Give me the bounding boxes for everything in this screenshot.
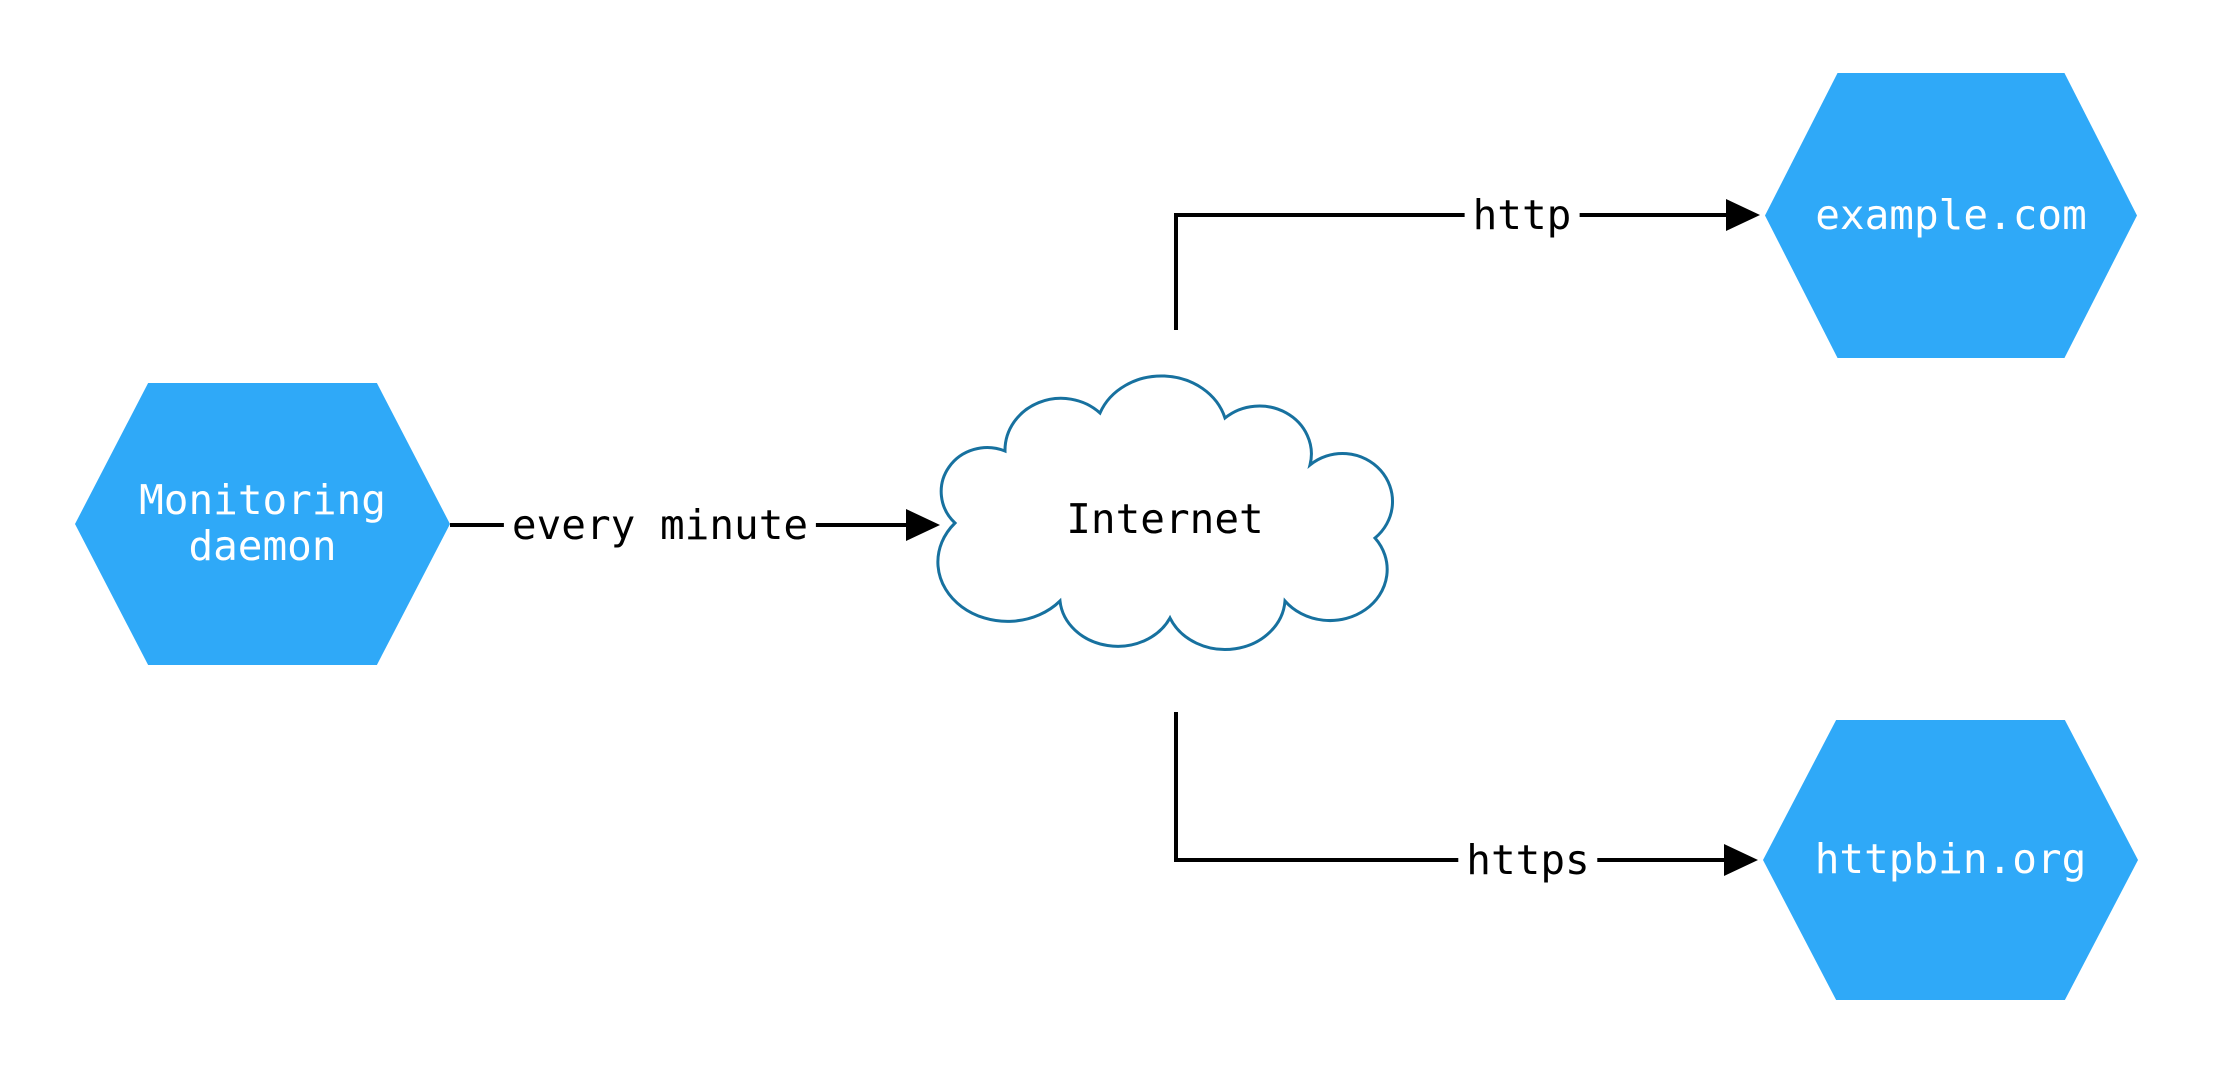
node-internet-label: Internet xyxy=(1066,495,1264,543)
node-example-com: example.com xyxy=(1765,73,2137,358)
arrowhead-internet-to-httpbin xyxy=(1724,844,1758,876)
arrowhead-daemon-to-internet xyxy=(906,509,940,541)
edge-internet-to-example xyxy=(1174,213,1728,330)
node-internet: Internet xyxy=(935,373,1395,665)
edge-internet-to-httpbin xyxy=(1174,712,1726,862)
edge-label-https: https xyxy=(1458,836,1598,884)
node-monitoring-daemon: Monitoring daemon xyxy=(75,383,450,665)
edge-label-every-minute: every minute xyxy=(503,501,817,549)
node-httpbin-org-label: httpbin.org xyxy=(1814,835,2087,884)
edge-label-http: http xyxy=(1464,191,1580,239)
node-monitoring-daemon-label: Monitoring daemon xyxy=(139,476,386,570)
node-httpbin-org: httpbin.org xyxy=(1763,720,2138,1000)
cloud-outline xyxy=(936,374,1394,651)
node-example-com-label: example.com xyxy=(1815,190,2087,239)
internet-cloud-icon xyxy=(936,374,1394,651)
arrowhead-internet-to-example xyxy=(1726,199,1760,231)
